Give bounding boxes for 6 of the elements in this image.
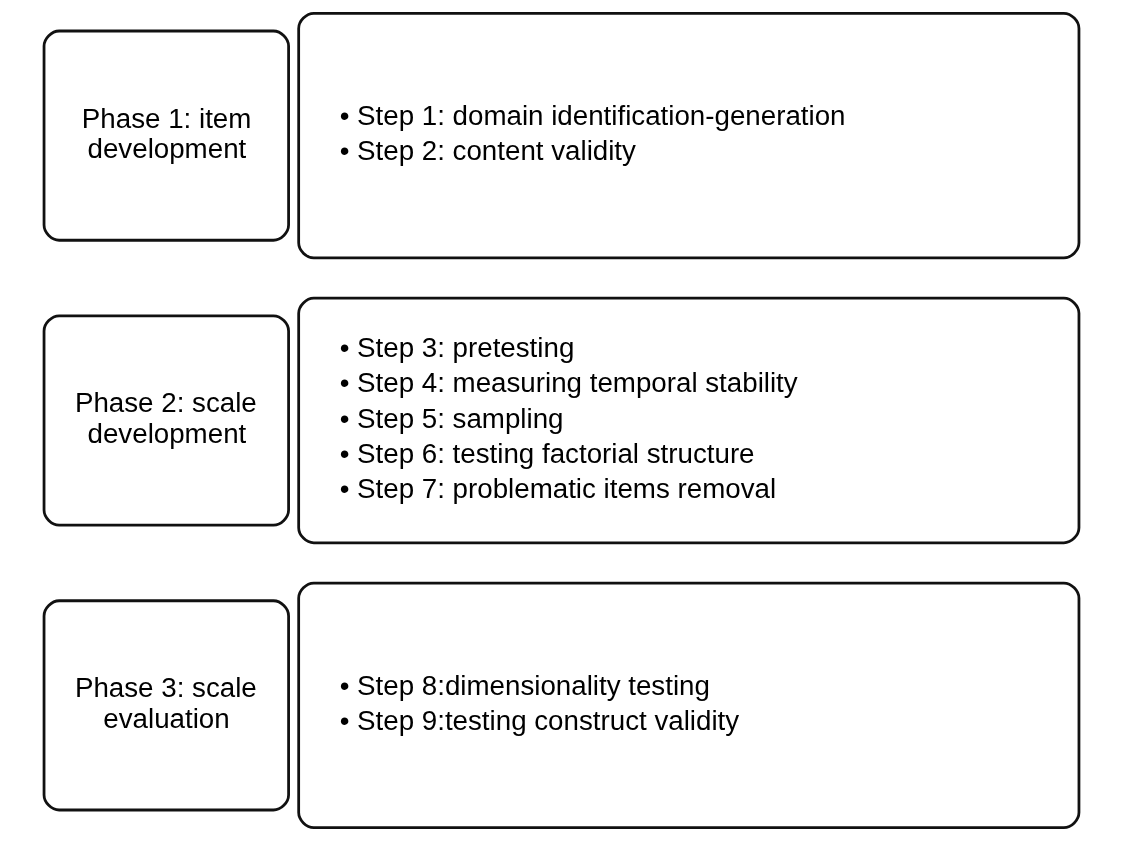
node-box: Phase 3: scale evaluation xyxy=(42,599,290,812)
node-box: • Step 8:dimensionality testing • Step 9:testing construct validity xyxy=(296,581,1080,830)
node-box: • Step 1: domain identification-generation • Step 2: content validity xyxy=(296,11,1080,260)
node-box: Phase 1: item development xyxy=(42,29,290,242)
node-box: • Step 3: pretesting • Step 4: measuring temporal stability • Step 5: sampling • Step 6: testing factorial structure • Step 7: problematic items removal xyxy=(296,296,1080,545)
node-box: Phase 2: scale development xyxy=(42,314,290,527)
